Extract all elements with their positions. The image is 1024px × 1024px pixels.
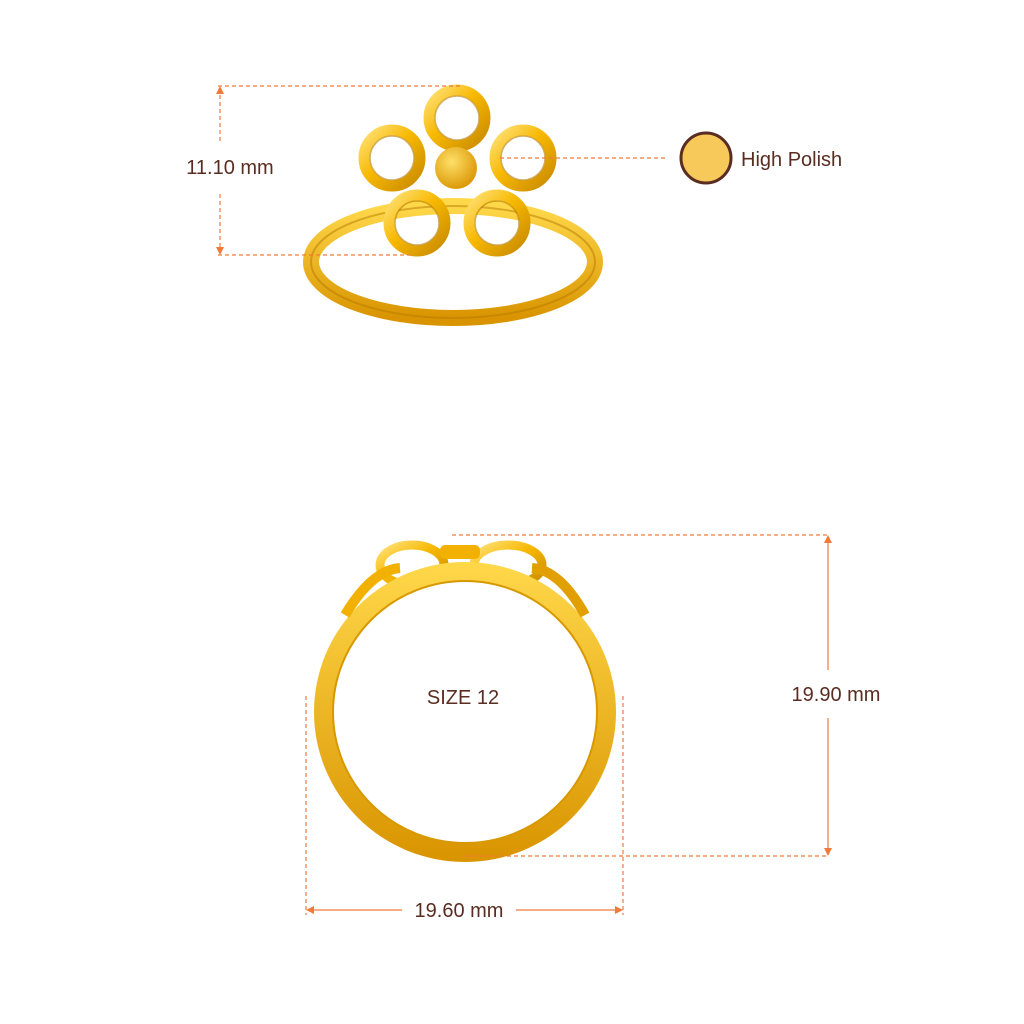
finish-swatch xyxy=(679,131,733,185)
side-height-label: 19.90 mm xyxy=(792,684,881,706)
side-ring-illustration xyxy=(314,540,616,862)
side-width-dimension xyxy=(305,696,624,915)
top-ring-illustration xyxy=(303,84,603,326)
top-height-dimension xyxy=(218,85,462,256)
flower-center xyxy=(435,147,477,189)
ring-size-label: SIZE 12 xyxy=(427,687,499,709)
finish-label: High Polish xyxy=(741,149,842,171)
top-height-label: 11.10 mm xyxy=(186,157,273,179)
side-height-dimension xyxy=(452,534,829,857)
side-width-label: 19.60 mm xyxy=(415,900,504,922)
